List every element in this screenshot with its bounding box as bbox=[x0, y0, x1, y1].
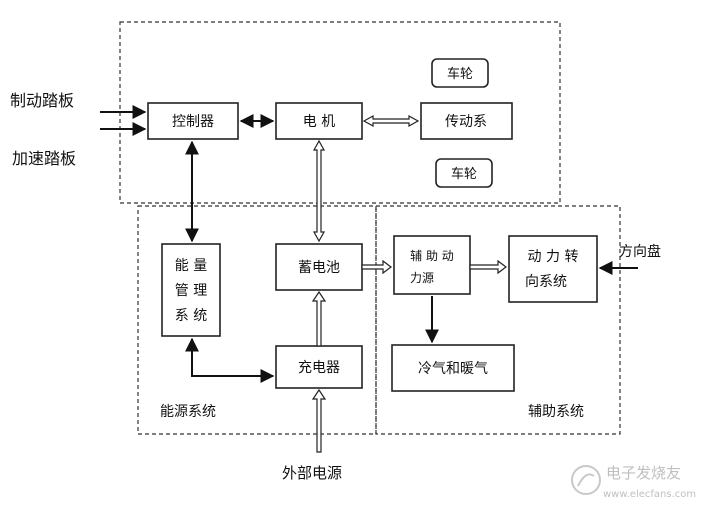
controller-label: 控制器 bbox=[172, 114, 214, 130]
drive-system-region bbox=[119, 21, 561, 204]
wheel-bottom-label: 车轮 bbox=[451, 166, 477, 182]
brake-pedal-label: 制动踏板 bbox=[10, 91, 74, 110]
energy-mgmt-label-line3: 系 统 bbox=[175, 308, 207, 324]
watermark-url: www.elecfans.com bbox=[603, 489, 696, 500]
external-power-label: 外部电源 bbox=[282, 464, 342, 482]
aux-system-label: 辅助系统 bbox=[528, 404, 584, 420]
hvac-label: 冷气和暖气 bbox=[418, 361, 488, 377]
energy-mgmt-label-line1: 能 量 bbox=[175, 258, 207, 274]
controller-box bbox=[147, 102, 239, 140]
steering-wheel-label: 方向盘 bbox=[619, 243, 661, 260]
wheel-top-box bbox=[431, 58, 489, 88]
watermark: 电子发烧友 www.elecfans.com bbox=[571, 464, 696, 500]
energy-system-label: 能源系统 bbox=[160, 404, 216, 420]
motor-box bbox=[275, 102, 363, 140]
energy-mgmt-box bbox=[161, 243, 221, 337]
motor-transmission-arrow bbox=[362, 114, 420, 128]
watermark-cn: 电子发烧友 bbox=[606, 464, 681, 482]
aux-power-label-line2: 力源 bbox=[410, 271, 434, 285]
aux-power-label-line1: 辅 助 动 bbox=[410, 249, 454, 263]
motor-battery-arrow bbox=[312, 139, 326, 243]
aux-system-region bbox=[375, 205, 621, 435]
power-steering-box bbox=[508, 235, 598, 303]
battery-label: 蓄电池 bbox=[298, 260, 340, 276]
charger-battery-arrow bbox=[311, 290, 327, 347]
wheel-top-label: 车轮 bbox=[447, 66, 473, 82]
energy-mgmt-label-line2: 管 理 bbox=[175, 283, 207, 299]
transmission-label: 传动系 bbox=[445, 114, 487, 130]
external-charger-arrow bbox=[311, 388, 327, 453]
power-steering-label-line2: 向系统 bbox=[525, 274, 567, 290]
aux-steering-arrow bbox=[469, 259, 507, 275]
charger-label: 充电器 bbox=[298, 360, 340, 376]
watermark-logo-icon bbox=[571, 465, 601, 495]
hvac-box bbox=[391, 344, 515, 392]
wheel-bottom-box bbox=[435, 158, 493, 188]
transmission-box bbox=[420, 102, 513, 140]
power-steering-label-line1: 动 力 转 bbox=[528, 249, 579, 265]
energy-charger-arrow bbox=[185, 337, 275, 383]
charger-box bbox=[275, 345, 363, 389]
battery-aux-arrow bbox=[361, 259, 392, 275]
aux-power-box bbox=[393, 235, 471, 295]
accel-pedal-label: 加速踏板 bbox=[12, 149, 76, 168]
motor-label: 电 机 bbox=[303, 114, 335, 130]
battery-box bbox=[275, 243, 363, 291]
